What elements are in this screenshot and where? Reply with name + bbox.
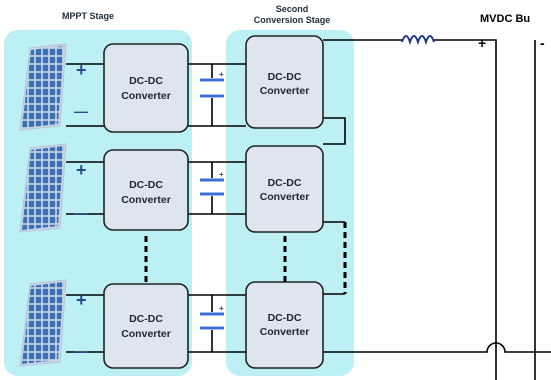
second-converter-2-line2: Converter: [260, 191, 310, 203]
pv3-plus: +: [76, 290, 87, 310]
solar-panel-icon: [19, 43, 67, 131]
second-converter-3: [245, 281, 324, 369]
continuation-dashes: [144, 222, 347, 294]
solar-panel-icon: [19, 279, 67, 367]
inductor-icon: [401, 35, 435, 46]
second-stage-title-line2: Conversion Stage: [254, 15, 331, 25]
mppt-converter-2: [103, 149, 189, 231]
pv2-plus: +: [76, 160, 87, 180]
second-converter-1-line2: Converter: [260, 85, 310, 97]
mppt-converter-1: [103, 43, 189, 133]
second-converter-2-line1: DC-DC: [268, 177, 302, 189]
second-converter-2: [245, 145, 324, 233]
bus-minus-label: -: [540, 35, 545, 51]
mppt-converter-3-line2: Converter: [121, 328, 171, 340]
pv3-minus: —: [74, 343, 88, 359]
mppt-converter-2-line2: Converter: [121, 194, 171, 206]
mppt-converter-3-line1: DC-DC: [129, 313, 163, 325]
second-stage-title-line1: Second: [276, 4, 309, 14]
mppt-converter-3: [103, 283, 189, 369]
mppt-converter-2-line1: DC-DC: [129, 179, 163, 191]
mppt-converter-1-line1: DC-DC: [129, 75, 163, 87]
svg-text:+: +: [219, 170, 224, 179]
mvdc-bus-title: MVDC Bu: [480, 13, 530, 25]
svg-text:+: +: [219, 304, 224, 313]
second-converter-1: [245, 35, 324, 129]
mppt-converter-1-line2: Converter: [121, 90, 171, 102]
capacitor-icon: +: [200, 70, 224, 98]
second-converter-3-line2: Converter: [260, 326, 310, 338]
continuation-wire: [323, 221, 345, 295]
pv1-minus: —: [74, 103, 88, 119]
mppt-stage-title: MPPT Stage: [62, 11, 114, 21]
pv1-plus: +: [76, 60, 87, 80]
bus-plus-label: +: [478, 35, 486, 51]
capacitor-icon: +: [200, 170, 224, 196]
capacitor-icon: +: [200, 304, 224, 330]
second-converter-1-line1: DC-DC: [268, 71, 302, 83]
pv2-minus: —: [74, 205, 88, 221]
second-converter-3-line1: DC-DC: [268, 312, 302, 324]
solar-panel-icon: [19, 143, 67, 233]
svg-text:+: +: [219, 70, 224, 79]
wiring: [66, 39, 551, 380]
